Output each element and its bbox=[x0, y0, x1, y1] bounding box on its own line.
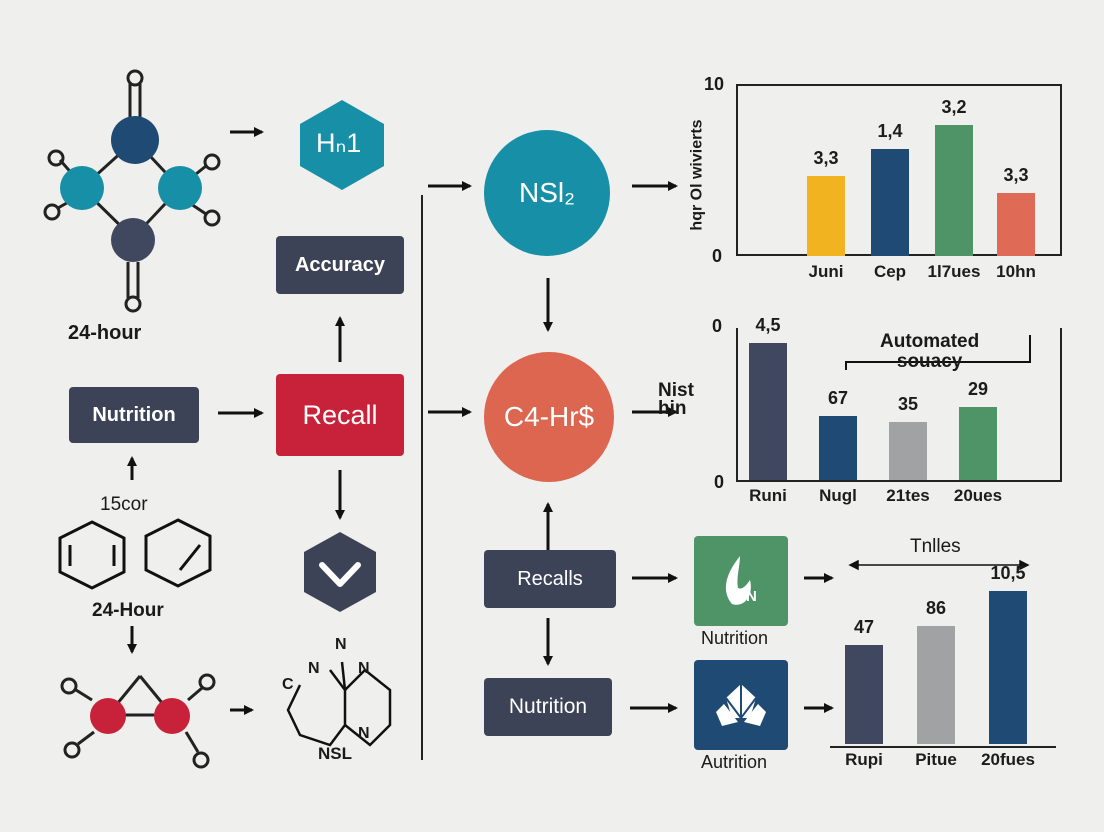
chart-2-plot: 4,5 67 35 29 bbox=[738, 315, 1060, 480]
chart-2-data-label: 67 bbox=[827, 388, 849, 409]
chart-1-bar bbox=[871, 149, 909, 256]
atom-teal-icon bbox=[60, 166, 104, 210]
chart-3: Tnlles 47 86 10,5 Rupi Pitue 20fues bbox=[820, 536, 1066, 782]
ring-atom-label: N bbox=[335, 636, 347, 653]
double-arrow-icon bbox=[848, 559, 1030, 571]
flow-arrows bbox=[127, 127, 834, 715]
ring-atom-label: C bbox=[282, 676, 294, 693]
label-24hour-top: 24-hour bbox=[68, 322, 142, 344]
chart-3-xticks: Rupi Pitue 20fues bbox=[830, 750, 1056, 774]
chart-3-bar bbox=[845, 645, 883, 744]
nitrogen-molecule-icon bbox=[286, 661, 392, 747]
nutrition-box-center[interactable]: Nutrition bbox=[484, 678, 612, 736]
chart-1-bar bbox=[807, 175, 845, 256]
chevron-hexagon-badge bbox=[304, 532, 376, 612]
chart-2-ytick: 0 bbox=[712, 316, 723, 336]
chart-1-ylabel: hqr Ol wivierts bbox=[688, 119, 706, 231]
label-24hour-bottom: 24-Hour bbox=[92, 600, 164, 621]
chart-1-ytick: 10 bbox=[704, 74, 725, 94]
chart-3-data-label: 10,5 bbox=[990, 562, 1026, 583]
chart-3-xtick: Pitue bbox=[915, 750, 957, 769]
geometric-tile[interactable] bbox=[694, 660, 788, 750]
atom-dark-blue-icon bbox=[111, 116, 159, 164]
chart-1-data-label: 3,2 bbox=[941, 96, 967, 117]
atom-slate-icon bbox=[111, 218, 155, 262]
ring-atom-label: N bbox=[358, 660, 370, 677]
ring-atom-label: N bbox=[308, 660, 320, 677]
chart-1-xtick: Cep bbox=[873, 262, 907, 281]
chart-2-xtick: Runi bbox=[749, 486, 787, 505]
atom-red-icon bbox=[154, 698, 190, 734]
chart-3-data-label: 86 bbox=[925, 598, 947, 619]
chart-1-data-label: 1,4 bbox=[877, 121, 903, 142]
ring-atom-label: N bbox=[358, 725, 370, 742]
leaf-tile[interactable]: N bbox=[694, 536, 788, 626]
chart-2-ytick: 0 bbox=[714, 472, 725, 492]
chart-1-plot: 3,3 1,4 3,2 3,3 bbox=[738, 86, 1060, 256]
chart-2-data-label: 29 bbox=[967, 379, 989, 400]
label-15cor: 15cor bbox=[100, 494, 148, 515]
accuracy-box[interactable]: Accuracy bbox=[276, 236, 404, 294]
chart-2-xtick: 21tes bbox=[886, 486, 930, 505]
chart-3-bar bbox=[989, 590, 1027, 744]
chart-1-data-label: 3,3 bbox=[1003, 164, 1029, 185]
nutrition-box-left[interactable]: Nutrition bbox=[69, 387, 199, 443]
nsl2-circle[interactable]: NSl₂ bbox=[484, 130, 610, 256]
ring-left-icon bbox=[58, 520, 126, 590]
hexagon-badge-icon bbox=[300, 100, 384, 190]
chart-1-bar bbox=[997, 192, 1035, 256]
chart-2-bar bbox=[959, 407, 997, 480]
chart-3-xtick: 20fues bbox=[981, 750, 1035, 769]
chart-3-bar bbox=[917, 626, 955, 744]
leaf-icon bbox=[725, 556, 751, 605]
chart-2-data-label: 4,5 bbox=[755, 315, 781, 336]
chevron-down-icon bbox=[319, 562, 361, 587]
recalls-box[interactable]: Recalls bbox=[484, 550, 616, 608]
hexagon-label: Hₙ1 bbox=[316, 128, 362, 158]
nutrition-icon-label: Nutrition bbox=[701, 628, 769, 648]
chart-2-bar bbox=[819, 416, 857, 480]
atom-teal-icon bbox=[158, 166, 202, 210]
leaf-icon-letter: N bbox=[746, 588, 757, 605]
legend-bracket bbox=[845, 335, 1031, 370]
geometric-leaf-icon bbox=[716, 684, 766, 726]
chart-1-xticks: Juni Cep 1l7ues 10hn bbox=[738, 262, 1060, 286]
autrition-icon-label: Autrition bbox=[701, 752, 768, 772]
chart-3-data-label: 47 bbox=[853, 617, 875, 638]
chart-2-data-label: 35 bbox=[897, 394, 919, 415]
chart-1: 3,3 1,4 3,2 3,3 10 0 hqr Ol wivierts Juni Ce… bbox=[689, 70, 1070, 290]
molecule-label-nsl: NSL bbox=[318, 744, 352, 763]
chart-2-xtick: Nugl bbox=[819, 486, 857, 505]
chart-2-frame bbox=[736, 328, 1062, 482]
chart-3-plot: 47 86 10,5 bbox=[830, 563, 1056, 748]
chart-2-xtick: 20ues bbox=[953, 486, 1003, 505]
chart-2-xticks: Runi Nugl 21tes 20ues bbox=[738, 486, 1060, 510]
chart-3-title: Tnlles bbox=[910, 536, 961, 557]
ring-right-icon bbox=[144, 518, 212, 588]
chart-1-xtick: Juni bbox=[808, 262, 844, 281]
chart-2-bar bbox=[889, 422, 927, 480]
chart-2-ylabel: Nist hin bbox=[658, 380, 694, 419]
chart-1-bar bbox=[935, 124, 973, 256]
recall-box[interactable]: Recall bbox=[276, 374, 404, 456]
molecule-bottom-left-icon bbox=[60, 673, 216, 769]
chart-1-xtick: 10hn bbox=[996, 262, 1036, 281]
chart-1-ytick: 0 bbox=[712, 246, 723, 266]
chart-1-data-label: 3,3 bbox=[813, 147, 839, 168]
chart-3-xtick: Rupi bbox=[845, 750, 883, 769]
atom-red-icon bbox=[90, 698, 126, 734]
c4hrs-circle[interactable]: C4-Hr$ bbox=[484, 352, 614, 482]
chart-2-legend-title: Automated souacy bbox=[880, 331, 980, 372]
chart-2-bar bbox=[749, 343, 787, 480]
chart-1-xtick: 1l7ues bbox=[927, 262, 981, 281]
